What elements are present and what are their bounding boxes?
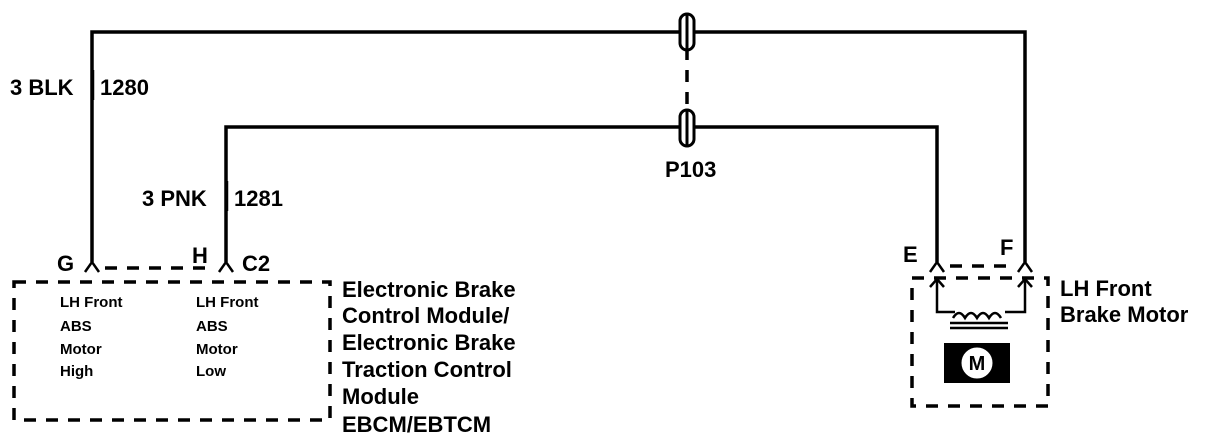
wire-1280-circuit: 1280 — [100, 75, 149, 100]
ebcm-connector: C2 — [242, 251, 270, 276]
svg-text:High: High — [60, 363, 93, 380]
connector-label: P103 — [665, 157, 716, 182]
ebcm-pin-g: G — [57, 251, 74, 276]
terminal-icon — [83, 259, 235, 273]
wire-1281-circuit: 1281 — [234, 186, 283, 211]
wire-1281-color: 3 PNK — [142, 186, 207, 211]
svg-text:LH Front: LH Front — [196, 294, 258, 311]
motor-symbol: M — [969, 353, 986, 375]
connector-icon — [678, 12, 696, 148]
terminal-icon — [928, 259, 1034, 273]
wire-1281 — [224, 125, 939, 262]
coil-icon — [950, 311, 1008, 330]
svg-text:EBCM/EBTCM: EBCM/EBTCM — [342, 412, 491, 437]
svg-text:LH Front: LH Front — [1060, 276, 1152, 301]
svg-text:Brake Motor: Brake Motor — [1060, 302, 1189, 327]
ebcm-box — [12, 280, 332, 422]
svg-text:Electronic Brake: Electronic Brake — [342, 330, 516, 355]
svg-text:Traction Control: Traction Control — [342, 357, 512, 382]
svg-text:Module: Module — [342, 384, 419, 409]
motor-box — [910, 276, 1050, 408]
motor-name: LH Front Brake Motor — [1060, 276, 1189, 327]
svg-text:Motor: Motor — [196, 341, 238, 358]
ebcm-pin-h: H — [192, 243, 208, 268]
motor-icon: M — [944, 343, 1010, 383]
motor-pin-f: F — [1000, 235, 1013, 260]
ebcm-pin-g-desc: LH Front ABS Motor High — [60, 294, 122, 380]
motor-pin-e: E — [903, 242, 918, 267]
wire-1280 — [90, 30, 1027, 262]
ebcm-name: Electronic Brake Control Module/ Electro… — [342, 277, 516, 437]
motor-internal-wiring — [929, 277, 1033, 314]
svg-text:Control Module/: Control Module/ — [342, 303, 509, 328]
svg-text:ABS: ABS — [196, 318, 228, 335]
svg-text:Motor: Motor — [60, 341, 102, 358]
svg-text:Electronic Brake: Electronic Brake — [342, 277, 516, 302]
wire-1280-color: 3 BLK — [10, 75, 74, 100]
svg-text:LH Front: LH Front — [60, 294, 122, 311]
svg-text:ABS: ABS — [60, 318, 92, 335]
svg-text:Low: Low — [196, 363, 226, 380]
ebcm-pin-h-desc: LH Front ABS Motor Low — [196, 294, 258, 380]
